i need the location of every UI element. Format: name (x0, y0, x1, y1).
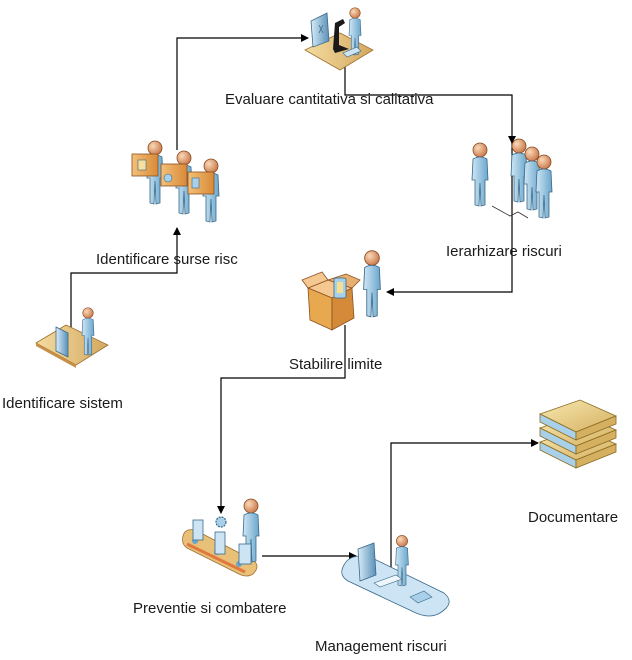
node-label-identificare-sistem: Identificare sistem (2, 395, 123, 412)
node-label-management-riscuri: Management riscuri (315, 638, 447, 655)
node-label-evaluare: Evaluare cantitativa si calitativa (225, 91, 434, 108)
lab-microscope-desk-icon[interactable] (304, 7, 374, 71)
edge-evaluare-to-ierarhizare (344, 66, 516, 144)
edge-identificare-sistem-to-surse (70, 227, 181, 330)
node-label-identificare-surse-risc: Identificare surse risc (96, 251, 238, 268)
edge-surse-to-evaluare (176, 34, 309, 150)
people-carrying-boxes-icon[interactable] (131, 140, 220, 223)
node-label-stabilire-limite: Stabilire limite (289, 356, 383, 373)
conveyor-belt-worker-icon[interactable] (182, 498, 260, 577)
node-label-documentare: Documentare (528, 509, 619, 526)
edge-stabilire-to-preventie (217, 325, 346, 514)
office-workstation-icon[interactable] (341, 535, 450, 617)
call-center-desk-icon[interactable] (35, 307, 109, 368)
node-label-preventie: Preventie si combatere (133, 600, 287, 617)
edge-ierarhizare-to-stabilire (386, 143, 513, 296)
node-label-ierarhizare-riscuri: Ierarhizare riscuri (446, 243, 562, 260)
person-with-box-icon[interactable] (301, 250, 381, 331)
edge-management-to-documentare (390, 439, 539, 569)
connectors (70, 34, 539, 569)
stacked-books-icon[interactable] (538, 399, 618, 469)
people-group-icon[interactable] (471, 138, 553, 219)
